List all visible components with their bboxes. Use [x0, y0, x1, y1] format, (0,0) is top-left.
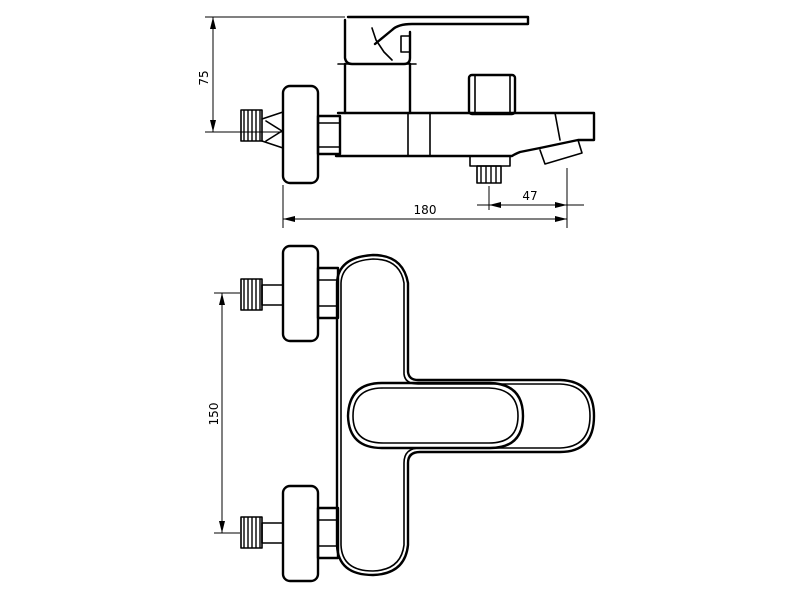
dimension-height-label: 75 [197, 70, 211, 85]
hose-outlet [469, 155, 511, 184]
bottom-inlet-connector [240, 484, 340, 583]
handle-lever [343, 15, 530, 66]
diverter-knob [467, 73, 517, 116]
front-view: 150 [207, 244, 596, 583]
dimension-length-label: 180 [414, 203, 437, 217]
front-lever [346, 381, 525, 450]
dimension-spout-offset: 47 [477, 186, 584, 210]
top-inlet-connector [240, 244, 340, 343]
dimension-height: 75 [197, 16, 345, 133]
front-body [335, 253, 596, 577]
dimension-length: 180 [282, 168, 568, 228]
dimension-inlet-spacing-label: 150 [207, 403, 221, 426]
side-view: 75 [197, 15, 596, 228]
dimension-inlet-spacing: 150 [207, 292, 240, 534]
mixer-body [334, 111, 596, 165]
dimension-spout-offset-label: 47 [522, 189, 537, 203]
cartridge-column [337, 62, 417, 115]
side-wall-connector [240, 84, 342, 185]
